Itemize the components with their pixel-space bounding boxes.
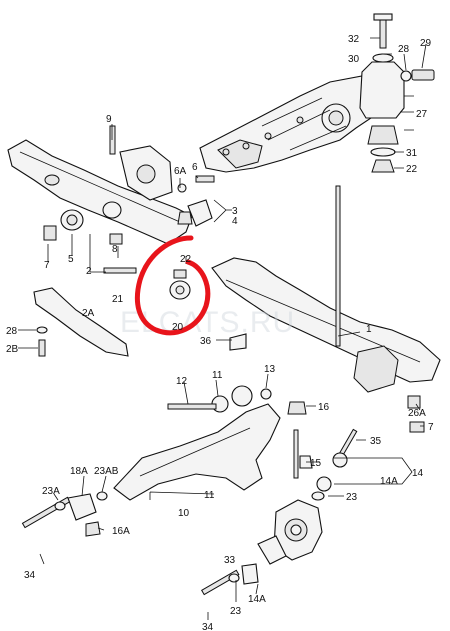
link-15 [293, 429, 299, 479]
label-10: 10 [178, 508, 190, 519]
nut-22 [371, 159, 395, 173]
nut-4 [177, 211, 193, 225]
label-14a: 14A [380, 476, 398, 487]
clip-3 [187, 199, 213, 227]
label-7: 7 [44, 260, 50, 271]
label-28b: 28 [6, 326, 18, 337]
label-13: 13 [264, 364, 276, 375]
label-6a: 6A [174, 166, 187, 177]
subframe-crossmember [7, 125, 215, 245]
label-28: 28 [398, 44, 410, 55]
label-8: 8 [112, 244, 118, 255]
bolt-29 [411, 69, 435, 81]
bushing-14 [332, 452, 348, 468]
bushing-14ab [241, 563, 259, 585]
bushing-14a [316, 476, 332, 492]
bolt-32 [379, 17, 387, 49]
label-36: 36 [200, 336, 212, 347]
label-15: 15 [310, 458, 322, 469]
label-2a: 2A [82, 308, 95, 319]
label-33: 33 [224, 555, 236, 566]
label-11: 11 [212, 370, 223, 381]
leader-lines [18, 37, 427, 620]
mount-bracket [359, 61, 405, 119]
label-23a: 23A [42, 486, 60, 497]
washer-23ab [96, 491, 108, 501]
upper-mount-assembly [359, 13, 435, 173]
label-1: 1 [366, 324, 372, 335]
hub-carrier [200, 499, 323, 596]
tie-rod-end [21, 491, 108, 537]
label-35: 35 [370, 436, 382, 447]
nut-8 [109, 233, 123, 245]
label-7b: 7 [428, 422, 434, 433]
label-16: 16 [318, 402, 330, 413]
label-5: 5 [68, 254, 74, 265]
label-31: 31 [406, 148, 418, 159]
washer-31 [370, 147, 396, 157]
lower-control-arm [113, 385, 358, 501]
label-12: 12 [176, 376, 188, 387]
bracket-2a [33, 267, 137, 357]
label-21: 21 [112, 294, 124, 305]
label-22-top: 22 [406, 164, 418, 175]
label-14: 14 [412, 468, 424, 479]
label-34: 34 [24, 570, 36, 581]
label-26a: 26A [408, 408, 426, 419]
nut-16 [287, 401, 307, 415]
nut-16a [85, 521, 101, 537]
bolt-2b [38, 339, 46, 357]
label-11b: 11 [204, 490, 215, 501]
washer-13 [260, 388, 272, 400]
bolt-6 [195, 175, 215, 183]
washer-6a [177, 183, 187, 193]
washer-23 [311, 491, 325, 501]
bracket-18a [67, 493, 97, 521]
highlight-marker [134, 235, 211, 336]
label-16a: 16A [112, 526, 130, 537]
label-23: 23 [346, 492, 358, 503]
label-20: 20 [172, 322, 184, 333]
label-23b: 23 [230, 606, 242, 617]
differential-housing [199, 75, 381, 173]
washer-30 [372, 53, 394, 63]
bolt-34 [21, 496, 71, 529]
nut-26a [407, 395, 421, 409]
label-9: 9 [106, 114, 112, 125]
bushing-11 [231, 385, 253, 407]
label-30: 30 [348, 54, 360, 65]
bracket-36 [229, 333, 247, 351]
label-29: 29 [420, 38, 432, 49]
stud-1 [335, 185, 341, 347]
bolt-9 [109, 125, 116, 155]
bolt-12 [167, 403, 217, 410]
label-27: 27 [416, 109, 428, 120]
label-3: 3 [232, 206, 238, 217]
bolt-21 [103, 267, 137, 274]
label-18a: 18A [70, 466, 88, 477]
label-23ab: 23AB [94, 466, 119, 477]
label-2: 2 [86, 266, 92, 277]
label-22-mid: 22 [180, 254, 192, 265]
label-2b: 2B [6, 344, 19, 355]
washer-23a [54, 501, 66, 511]
nut-22b [173, 269, 187, 279]
label-34b: 34 [202, 622, 214, 631]
washer-23b [228, 573, 240, 583]
nut-7b [409, 421, 425, 433]
washer-28 [400, 70, 412, 82]
nut-7 [43, 225, 57, 241]
main-subframe [211, 185, 441, 433]
part-labels: 32 28 29 30 27 31 22 9 6A 6 3 4 8 7 5 2 … [6, 34, 434, 631]
washer-28b [36, 326, 48, 334]
label-4: 4 [232, 216, 238, 227]
label-14ab: 14A [248, 594, 266, 605]
label-32: 32 [348, 34, 360, 45]
label-6: 6 [192, 162, 198, 173]
